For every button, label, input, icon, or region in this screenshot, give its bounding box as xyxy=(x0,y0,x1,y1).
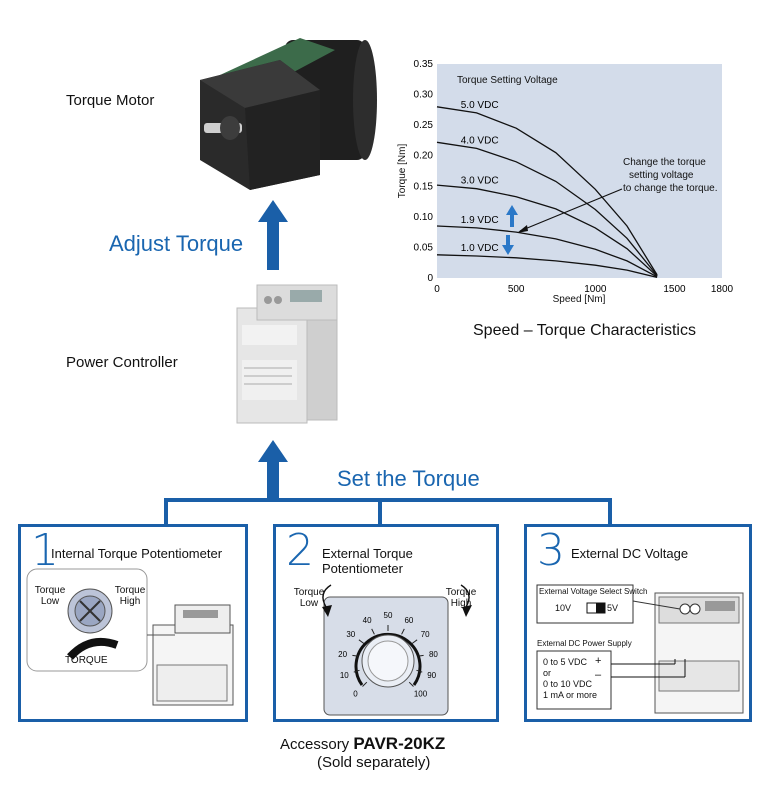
supply-title: External DC Power Supply xyxy=(537,639,632,648)
supply-line-3: 0 to 10 VDC xyxy=(543,679,593,689)
y-tick-label: 0.20 xyxy=(414,151,434,162)
external-dc-illustration xyxy=(536,584,744,714)
dial-tick-label: 70 xyxy=(421,630,430,639)
y-tick-label: 0.10 xyxy=(414,212,434,223)
switch-title: External Voltage Select Switch xyxy=(539,587,648,596)
dial-tick-label: 100 xyxy=(414,690,428,699)
power-controller-label: Power Controller xyxy=(66,354,178,371)
annotation-arrowhead xyxy=(517,225,528,233)
connector-lines xyxy=(164,490,612,526)
accessory-model: PAVR-20KZ xyxy=(353,734,446,753)
y-tick-label: 0 xyxy=(427,273,433,284)
series-line xyxy=(436,141,658,277)
dial-tick-mark xyxy=(412,639,418,644)
supply-minus: – xyxy=(595,669,602,681)
internal-pot-illustration xyxy=(26,568,234,706)
dial-tick-mark xyxy=(358,639,365,644)
dial-tick-label: 50 xyxy=(384,611,393,620)
y-tick-label: 0.35 xyxy=(414,59,434,70)
series-line xyxy=(436,106,658,276)
dial-tick-label: 0 xyxy=(353,690,358,699)
dial-tick-mark xyxy=(362,681,368,687)
dial-tick-mark xyxy=(353,669,360,673)
chart-x-label: Speed [Nm] xyxy=(553,294,606,305)
supply-line-4: 1 mA or more xyxy=(543,690,598,700)
panel-external-dc-voltage: 3 External DC Voltage External Voltage S… xyxy=(524,524,752,722)
dial-tick-mark xyxy=(416,669,423,673)
dial-tick-label: 90 xyxy=(427,671,436,680)
panel-external-potentiometer: 2 External Torque Potentiometer 0 10 20 30 4… xyxy=(273,524,499,722)
x-tick-label: 500 xyxy=(508,284,525,295)
x-tick-label: 1800 xyxy=(711,284,734,295)
dial-tick-label: 40 xyxy=(363,616,372,625)
torque-high-label: Torque High xyxy=(114,585,146,607)
dial-tick-label: 80 xyxy=(429,650,438,659)
panel-title: External DC Voltage xyxy=(571,546,689,561)
plot-area xyxy=(437,64,722,278)
switch-5v-label: 5V xyxy=(607,603,619,613)
torque-low-label: Torque Low xyxy=(293,587,325,609)
torque-dial-label: TORQUE xyxy=(65,655,108,666)
supply-line-2: or xyxy=(543,668,552,678)
panel-number: 1 xyxy=(31,525,59,576)
adjust-arrows-icon xyxy=(502,205,518,255)
chart-title: Speed – Torque Characteristics xyxy=(473,322,696,339)
accessory-label: Accessory PAVR-20KZ xyxy=(280,734,445,754)
up-arrow-icon xyxy=(258,200,288,270)
series-line xyxy=(436,184,658,277)
torque-high-label: Torque High xyxy=(445,587,477,609)
torque-motor-image xyxy=(200,38,377,190)
series-line xyxy=(436,254,658,279)
series-label: 1.0 VDC xyxy=(461,243,499,254)
chart-y-label: Torque [Nm] xyxy=(397,144,408,199)
x-tick-label: 0 xyxy=(434,284,440,295)
accessory-prefix: Accessory xyxy=(280,736,350,753)
dial-tick-label: 20 xyxy=(338,650,347,659)
x-tick-label: 1500 xyxy=(663,284,686,295)
chart-annotation-line-2: setting voltage xyxy=(629,170,694,181)
switch-10v-label: 10V xyxy=(555,603,572,613)
supply-plus: + xyxy=(595,655,602,667)
y-tick-label: 0.25 xyxy=(414,120,434,131)
sold-separately-label: (Sold separately) xyxy=(317,754,431,771)
chart-annotation-line-1: Change the torque xyxy=(623,157,706,168)
torque-low-label: Torque Low xyxy=(34,585,66,607)
y-tick-label: 0.05 xyxy=(414,242,434,253)
y-tick-label: 0.15 xyxy=(414,181,434,192)
panel-number: 3 xyxy=(537,525,565,576)
x-tick-label: 1000 xyxy=(584,284,607,295)
y-tick-label: 0.30 xyxy=(414,90,434,101)
panel-title: Internal Torque Potentiometer xyxy=(51,546,223,561)
chart-legend-title: Torque Setting Voltage xyxy=(457,75,558,86)
series-label: 5.0 VDC xyxy=(461,100,499,111)
dial-tick-mark xyxy=(401,628,405,635)
dial-tick-mark xyxy=(417,654,424,657)
series-label: 4.0 VDC xyxy=(461,135,499,146)
dial-tick-mark xyxy=(408,681,414,687)
chart-annotation-line-3: to change the torque. xyxy=(623,183,718,194)
external-pot-dial: 0 10 20 30 40 50 60 70 80 90 100 xyxy=(323,596,449,716)
set-the-torque-label: Set the Torque xyxy=(337,466,480,491)
dial-tick-mark xyxy=(352,654,359,657)
dial-tick-label: 60 xyxy=(404,616,413,625)
panel-internal-potentiometer: 1 Internal Torque Potentiometer Torque L… xyxy=(18,524,248,722)
dial-tick-label: 10 xyxy=(340,671,349,680)
torque-motor-label: Torque Motor xyxy=(66,92,155,109)
annotation-pointer xyxy=(519,188,623,232)
series-line xyxy=(436,225,658,278)
dial-tick-mark xyxy=(371,628,375,635)
plus-label: + xyxy=(77,645,83,656)
dial-tick-label: 30 xyxy=(346,630,355,639)
adjust-torque-label: Adjust Torque xyxy=(109,231,244,256)
supply-line-1: 0 to 5 VDC xyxy=(543,657,588,667)
rotation-arrows-icon xyxy=(322,584,472,617)
series-label: 3.0 VDC xyxy=(461,176,499,187)
power-controller-image xyxy=(236,284,338,424)
up-arrow-icon xyxy=(258,440,288,502)
series-label: 1.9 VDC xyxy=(461,215,499,226)
panel-number: 2 xyxy=(286,525,314,576)
speed-torque-chart: 0 0.05 0.10 0.15 0.20 0.25 0.30 0.35 0 500 1000 150… xyxy=(397,59,734,305)
panel-title: External Torque Potentiometer xyxy=(322,546,413,576)
